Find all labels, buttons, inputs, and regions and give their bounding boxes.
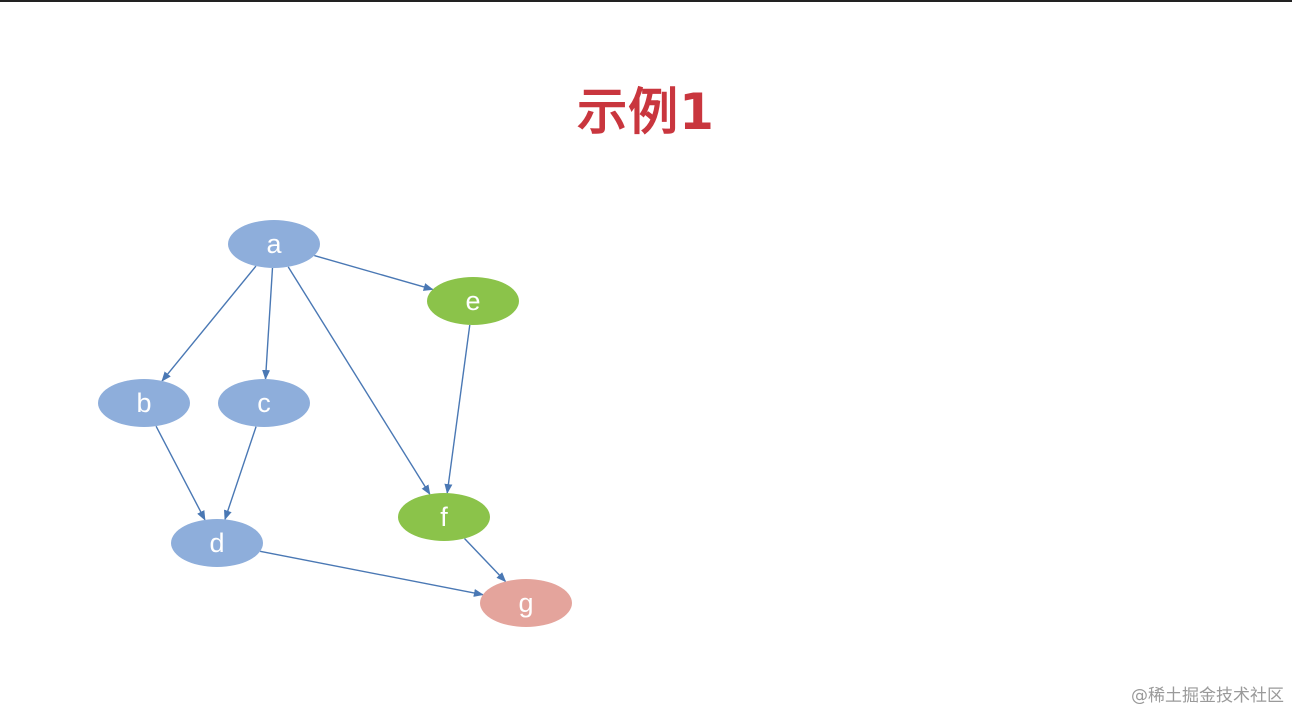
node-f-label: f <box>440 502 448 532</box>
node-e-label: e <box>465 286 480 316</box>
top-border <box>0 0 1292 2</box>
edge-a-e <box>314 254 434 291</box>
node-b-shape <box>98 379 190 427</box>
node-g-label: g <box>518 588 533 618</box>
node-c-shape <box>218 379 310 427</box>
node-a-shape <box>228 220 320 268</box>
edge-e-f <box>444 324 471 495</box>
node-b-label: b <box>136 388 151 418</box>
node-d: d <box>171 519 263 567</box>
node-a: a <box>228 220 320 268</box>
node-a-label: a <box>266 229 282 259</box>
watermark: @稀土掘金技术社区 <box>1131 686 1284 706</box>
node-f-shape <box>398 493 490 541</box>
node-g: g <box>480 579 572 627</box>
node-d-label: d <box>209 528 224 558</box>
node-e: e <box>427 277 519 325</box>
edges-layer <box>155 254 507 597</box>
edge-b-d <box>155 425 206 521</box>
node-f: f <box>398 493 490 541</box>
edge-a-f <box>287 266 431 496</box>
node-g-shape <box>480 579 572 627</box>
edge-c-d <box>224 426 257 521</box>
node-c: c <box>218 379 310 427</box>
node-d-shape <box>171 519 263 567</box>
nodes-layer: a b c d e f g <box>98 220 572 627</box>
node-c-label: c <box>257 388 271 418</box>
node-e-shape <box>427 277 519 325</box>
slide-title: 示例1 <box>577 83 715 141</box>
edge-a-c <box>262 267 274 381</box>
edge-f-g <box>463 538 507 583</box>
node-b: b <box>98 379 190 427</box>
edge-a-b <box>161 265 257 382</box>
edge-d-g <box>259 550 484 597</box>
